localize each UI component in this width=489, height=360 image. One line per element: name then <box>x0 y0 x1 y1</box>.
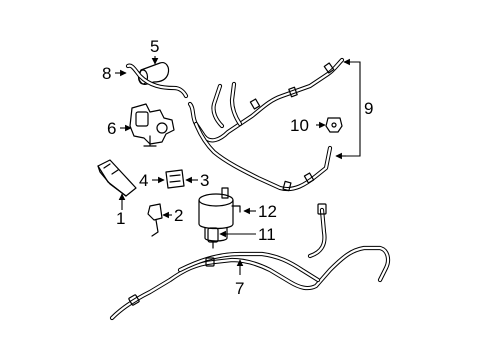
part-11-sensor <box>207 227 256 249</box>
part-2-mount <box>147 203 172 237</box>
callout-5: 5 <box>150 37 159 56</box>
callout-12: 12 <box>258 202 277 221</box>
callout-11: 11 <box>258 225 276 244</box>
callout-3: 3 <box>200 171 209 190</box>
callout-8: 8 <box>102 64 111 83</box>
callout-4: 4 <box>139 171 148 190</box>
part-8-hose <box>115 63 189 99</box>
upper-hose-bundle <box>187 57 345 192</box>
part-1-module <box>97 159 137 210</box>
callout-6: 6 <box>107 119 116 138</box>
part-7-long-hose <box>109 203 391 321</box>
callout-7: 7 <box>235 279 244 298</box>
callout-9: 9 <box>364 99 373 118</box>
part-9-bracket <box>335 58 361 160</box>
callout-1: 1 <box>116 209 125 228</box>
part-6-valve <box>120 103 175 147</box>
callout-10: 10 <box>290 116 309 135</box>
callout-2: 2 <box>174 206 183 225</box>
part-10-connector <box>316 117 343 133</box>
part-3-4-bracket <box>152 169 198 189</box>
